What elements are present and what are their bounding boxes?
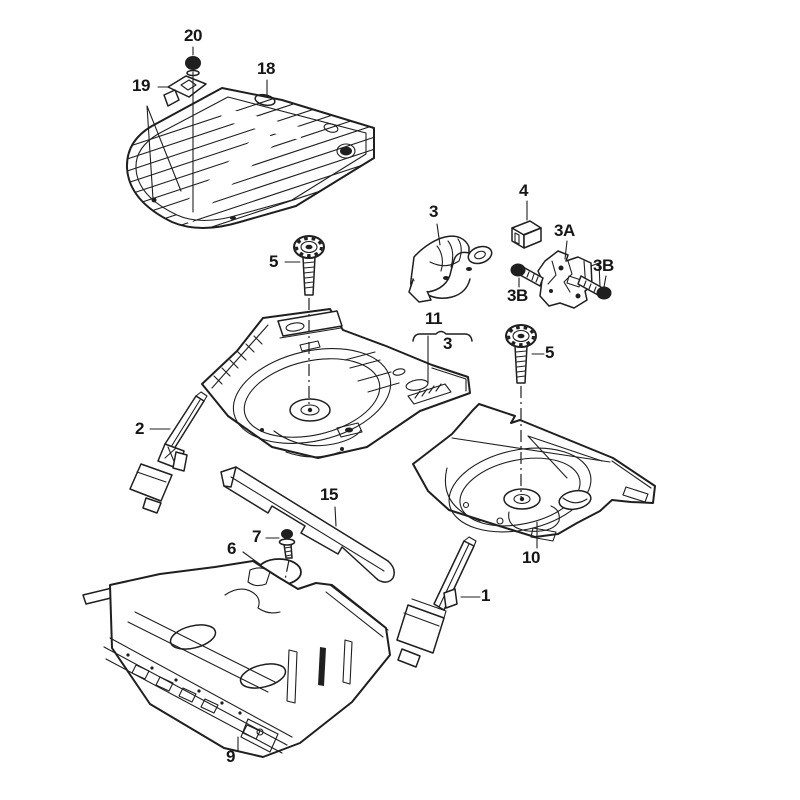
part-label-3-upper: 3 (429, 202, 438, 221)
part-label-5-right: 5 (545, 343, 554, 362)
part-3b-bolt-left (510, 263, 544, 287)
center-floor-panel (201, 308, 471, 459)
part-3-bracket (408, 235, 493, 303)
part-label-15: 15 (320, 485, 338, 504)
part-label-7: 7 (252, 527, 261, 546)
part-3b-bolt-right (577, 275, 612, 300)
leader-lines (149, 46, 607, 752)
part-3a-bracket (537, 250, 601, 309)
part-label-18: 18 (257, 59, 275, 78)
part-10-floor-panel (412, 403, 656, 542)
group-label-11-sub-3: 3 (443, 334, 452, 353)
part-18-cover-panel (125, 87, 375, 229)
part-label-9: 9 (226, 747, 235, 766)
part-label-1: 1 (481, 586, 490, 605)
part-label-5-left: 5 (269, 252, 278, 271)
part-label-2: 2 (135, 419, 144, 438)
part-1-rail (396, 536, 477, 668)
part-label-3b-right: 3B (593, 256, 614, 275)
part-5-bolt-right (505, 324, 537, 497)
part-20-nut (185, 56, 201, 77)
part-label-6: 6 (227, 539, 236, 558)
part-label-19: 19 (132, 76, 150, 95)
group-11-brace (412, 330, 473, 384)
part-4-cap (511, 220, 542, 249)
part-label-10: 10 (522, 548, 540, 567)
part-2-rail (129, 391, 208, 514)
part-15-crossmember (220, 466, 395, 583)
group-label-11: 11 (425, 309, 442, 328)
part-label-4: 4 (519, 181, 528, 200)
part-9-floor-panel (82, 560, 391, 758)
part-5-bolt-left (293, 235, 325, 405)
part-label-3a: 3A (554, 221, 575, 240)
part-label-20: 20 (184, 26, 202, 45)
part-19-clip (163, 75, 207, 107)
part-label-3b-left: 3B (507, 286, 528, 305)
